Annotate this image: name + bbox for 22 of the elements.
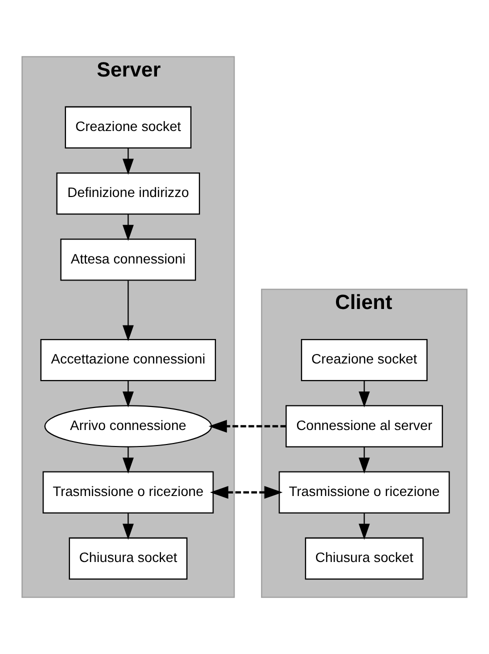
node-box: Attesa connessioni [60, 238, 196, 281]
node-box: Chiusura socket [304, 537, 424, 580]
node-box: Creazione socket [300, 338, 428, 382]
node-box: Creazione socket [64, 106, 192, 148]
arrow [122, 513, 134, 540]
arrow [358, 380, 370, 408]
arrow [208, 420, 286, 433]
node-ellipse: Arrivo connessione [44, 405, 212, 448]
arrow [358, 446, 370, 474]
node-box: Connessione al server [286, 405, 443, 448]
arrow [122, 148, 134, 175]
arrow [122, 446, 134, 474]
node-box: Definizione indirizzo [56, 172, 200, 215]
node-box: Accettazione connessioni [40, 338, 216, 382]
node-box: Chiusura socket [68, 537, 188, 580]
node-box: Trasmissione o ricezione [42, 471, 214, 514]
arrow [358, 513, 370, 540]
node-box: Trasmissione o ricezione [278, 471, 450, 514]
arrow [122, 214, 134, 241]
arrow [210, 486, 283, 499]
arrow [122, 280, 134, 342]
arrow [122, 380, 134, 408]
